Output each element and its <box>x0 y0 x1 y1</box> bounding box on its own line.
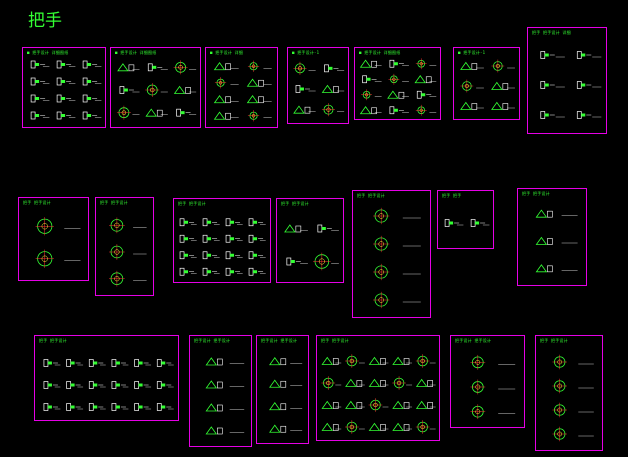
sheet-frame-s11[interactable]: 把手 把手设计 <box>276 198 344 283</box>
sheet-frame-s20[interactable]: 把手 把手设计 <box>535 335 603 451</box>
sheet-label: 把手 把手 <box>442 193 462 198</box>
sheet-frame-s1[interactable]: ■ 把手设计 详细图纸 <box>22 47 106 128</box>
cad-symbol-group <box>535 209 578 273</box>
sheet-label: ■ 把手设计 详细图纸 <box>27 50 69 55</box>
cad-symbol-group <box>213 60 272 122</box>
sheet-frame-s3[interactable]: ■ 把手设计 详细 <box>205 47 278 128</box>
cad-symbol-group <box>205 357 245 435</box>
sheet-frame-s5[interactable]: ■ 把手设计 详细图纸 <box>354 47 441 120</box>
sheet-frame-s4[interactable]: ■ 把手设计-1 <box>287 47 349 124</box>
cad-symbol-group <box>179 218 266 276</box>
sheet-frame-s17[interactable]: 把手设计 把手设计 <box>256 335 309 444</box>
sheet-label: 把手 把手设计 <box>321 338 349 343</box>
cad-symbol-group <box>321 354 436 434</box>
cad-symbol-group <box>269 357 303 433</box>
cad-symbol-group <box>30 60 102 120</box>
cad-symbol-group <box>284 224 339 271</box>
cad-symbol-group <box>116 60 197 120</box>
cad-symbol-group <box>540 51 602 119</box>
sheet-label: ■ 把手设计 详细 <box>210 50 244 55</box>
cad-symbol-group <box>444 219 490 227</box>
sheet-label: 把手 把手设计 <box>522 191 550 196</box>
cad-symbol-group <box>293 61 345 117</box>
cad-symbol-group <box>470 354 516 420</box>
sheet-frame-s10[interactable]: 把手 把手设计 <box>173 198 271 283</box>
sheet-frame-s8[interactable]: 把手 把手设计 <box>18 197 89 281</box>
cad-symbol-group <box>460 59 515 110</box>
sheet-label: ■ 把手设计 详细图纸 <box>115 50 157 55</box>
sheet-frame-s15[interactable]: 把手 把手设计 <box>34 335 179 421</box>
sheet-label: ■ 把手设计-1 <box>292 50 320 55</box>
cad-symbol-group <box>35 217 81 268</box>
sheet-label: 把手 把手设计 <box>357 193 385 198</box>
sheet-frame-s7[interactable]: 把手 把手设计 详细 <box>527 27 607 134</box>
sheet-frame-s12[interactable]: 把手 把手设计 <box>352 190 431 318</box>
sheet-frame-s9[interactable]: 把手 把手设计 <box>95 197 154 296</box>
sheet-frame-s18[interactable]: 把手 把手设计 <box>316 335 440 441</box>
sheet-label: 把手设计 把手设计 <box>455 338 492 343</box>
sheet-frame-s19[interactable]: 把手设计 把手设计 <box>450 335 525 428</box>
sheet-frame-s6[interactable]: ■ 把手设计-1 <box>453 47 520 120</box>
sheet-frame-s16[interactable]: 把手设计 把手设计 <box>189 335 252 447</box>
cad-symbol-group <box>359 58 437 116</box>
drawing-title: 把手 <box>28 11 62 31</box>
sheet-label: 把手 把手设计 <box>281 201 309 206</box>
sheet-label: 把手设计 把手设计 <box>261 338 298 343</box>
sheet-label: 把手 把手设计 详细 <box>532 30 571 35</box>
cad-symbol-group <box>43 359 174 411</box>
sheet-frame-s2[interactable]: ■ 把手设计 详细图纸 <box>110 47 201 128</box>
cad-symbol-group <box>109 217 147 287</box>
sheet-label: ■ 把手设计 详细图纸 <box>359 50 401 55</box>
sheet-label: 把手 把手设计 <box>540 338 568 343</box>
sheet-frame-s13[interactable]: 把手 把手 <box>437 190 494 249</box>
sheet-label: 把手 把手设计 <box>178 201 206 206</box>
cad-symbol-group <box>552 354 594 442</box>
sheet-label: 把手 把手设计 <box>23 200 51 205</box>
sheet-label: 把手设计 把手设计 <box>194 338 231 343</box>
sheet-label: 把手 把手设计 <box>39 338 67 343</box>
sheet-frame-s14[interactable]: 把手 把手设计 <box>517 188 587 286</box>
sheet-label: ■ 把手设计-1 <box>458 50 486 55</box>
cad-symbol-group <box>373 207 421 309</box>
sheet-label: 把手 把手设计 <box>100 200 128 205</box>
